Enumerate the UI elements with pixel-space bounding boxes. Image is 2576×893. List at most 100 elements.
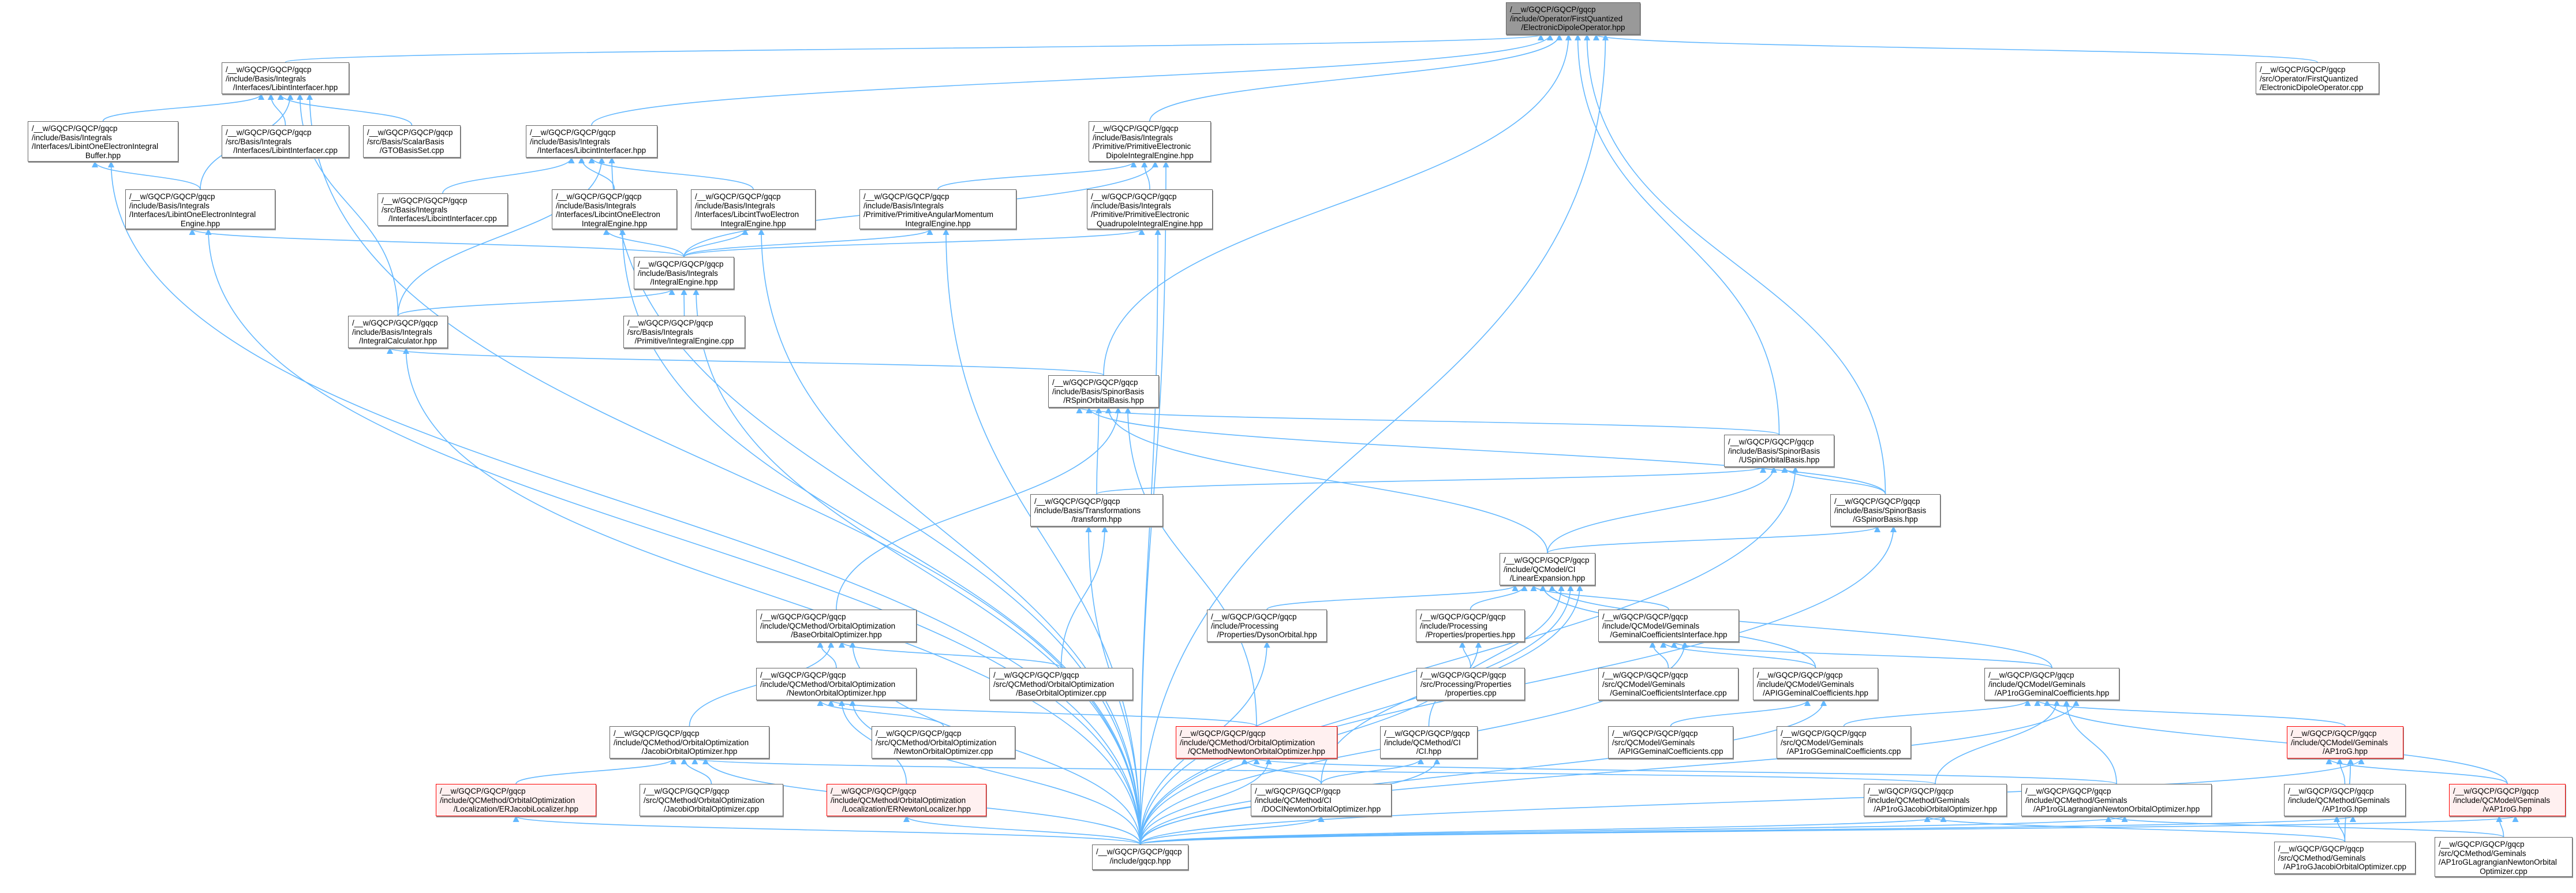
graph-node-ap1rog-j-o-o[interactable]: /__w/GQCP/GQCP/gqcp/include/QCMethod/Gem… bbox=[1864, 784, 2007, 816]
graph-node-gqcp[interactable]: /__w/GQCP/GQCP/gqcp/include/gqcp.hpp bbox=[1092, 845, 1188, 870]
node-label-line: /src/QCMethod/Geminals bbox=[2278, 853, 2366, 862]
node-label-line: /include/Processing bbox=[1420, 621, 1488, 630]
graph-node-qcm-newton[interactable]: /__w/GQCP/GQCP/gqcp/include/QCMethod/Orb… bbox=[1176, 726, 1337, 759]
edge-jacobiOOcpp-to-jacobiOO bbox=[681, 757, 712, 784]
graph-node-ap1rog-g-ccpp[interactable]: /__w/GQCP/GQCP/gqcp/src/QCModel/Geminals… bbox=[1777, 726, 1911, 759]
graph-node-prim-quad[interactable]: /__w/GQCP/GQCP/gqcp/include/Basis/Integr… bbox=[1087, 189, 1213, 229]
node-label-line: /include/QCMethod/OrbitalOptimization bbox=[760, 679, 896, 689]
edge-gqcp-to-ap1rogModel bbox=[1139, 757, 2365, 845]
edge-gqcp-to-erJacobi bbox=[513, 815, 1141, 845]
graph-node-ap1rog-method[interactable]: /__w/GQCP/GQCP/gqcp/include/QCMethod/Gem… bbox=[2284, 784, 2406, 816]
graph-node-er-jacobi[interactable]: /__w/GQCP/GQCP/gqcp/include/QCMethod/Orb… bbox=[436, 784, 596, 816]
node-label-line: /__w/GQCP/GQCP/gqcp bbox=[352, 319, 438, 327]
graph-node-gci-cpp[interactable]: /__w/GQCP/GQCP/gqcp/src/QCModel/Geminals… bbox=[1598, 668, 1738, 700]
node-label-line: /src/QCMethod/OrbitalOptimization bbox=[644, 795, 765, 805]
node-label-line: /__w/GQCP/GQCP/gqcp bbox=[2288, 787, 2374, 795]
graph-node-prim-e-d-i-e[interactable]: /__w/GQCP/GQCP/gqcp/include/Basis/Integr… bbox=[1089, 121, 1211, 162]
node-label-line: /JacobiOrbitalOptimizer.cpp bbox=[663, 805, 760, 813]
edge-ap1rogLNOO-to-ap1rogGC bbox=[2063, 699, 2117, 784]
graph-node-gci[interactable]: /__w/GQCP/GQCP/gqcp/include/QCModel/Gemi… bbox=[1598, 610, 1739, 642]
graph-node-doci[interactable]: /__w/GQCP/GQCP/gqcp/include/QCMethod/CI/… bbox=[1251, 784, 1392, 816]
graph-node-base-o-o[interactable]: /__w/GQCP/GQCP/gqcp/include/QCMethod/Orb… bbox=[756, 610, 917, 642]
graph-node-prim-a-m[interactable]: /__w/GQCP/GQCP/gqcp/include/Basis/Integr… bbox=[859, 189, 1016, 229]
node-label-line: /Properties/properties.hpp bbox=[1425, 630, 1516, 639]
graph-node-dyson[interactable]: /__w/GQCP/GQCP/gqcp/include/Processing/P… bbox=[1207, 610, 1327, 642]
graph-node-lin-exp[interactable]: /__w/GQCP/GQCP/gqcp/include/QCModel/CI/L… bbox=[1500, 553, 1595, 585]
edge-libintIf-to-edo bbox=[285, 33, 1544, 63]
graph-node-ap1rog-l-n-o-ocpp[interactable]: /__w/GQCP/GQCP/gqcp/src/QCMethod/Geminal… bbox=[2435, 837, 2573, 877]
node-label-line: /include/Basis/Integrals bbox=[638, 268, 718, 278]
graph-node-edo[interactable]: /__w/GQCP/GQCP/gqcp/include/Operator/Fir… bbox=[1506, 2, 1640, 35]
graph-node-prim-i-e-cpp[interactable]: /__w/GQCP/GQCP/gqcp/src/Basis/Integrals/… bbox=[623, 316, 745, 348]
edge-libintBuf-to-libintIf bbox=[102, 93, 264, 122]
graph-node-newton-o-ocpp[interactable]: /__w/GQCP/GQCP/gqcp/src/QCMethod/Orbital… bbox=[872, 726, 1015, 759]
graph-node-jacobi-o-ocpp[interactable]: /__w/GQCP/GQCP/gqcp/src/QCMethod/Orbital… bbox=[640, 784, 783, 816]
graph-node-ap1rog-j-o-ocpp[interactable]: /__w/GQCP/GQCP/gqcp/src/QCMethod/Geminal… bbox=[2274, 842, 2416, 874]
edge-gqcp-to-primAM bbox=[943, 228, 1141, 845]
edge-ap1rogModel-to-ap1rogGC bbox=[2034, 699, 2346, 727]
edge-gqcp-to-libcintOE bbox=[619, 228, 1141, 845]
graph-node-rsob[interactable]: /__w/GQCP/GQCP/gqcp/include/Basis/Spinor… bbox=[1048, 375, 1159, 408]
graph-node-int-calc[interactable]: /__w/GQCP/GQCP/gqcp/include/Basis/Integr… bbox=[348, 316, 448, 348]
graph-node-usob[interactable]: /__w/GQCP/GQCP/gqcp/include/Basis/Spinor… bbox=[1724, 435, 1834, 467]
graph-node-int-engine[interactable]: /__w/GQCP/GQCP/gqcp/include/Basis/Integr… bbox=[634, 257, 734, 289]
graph-node-props[interactable]: /__w/GQCP/GQCP/gqcp/include/Processing/P… bbox=[1416, 610, 1525, 642]
graph-node-apig-cpp[interactable]: /__w/GQCP/GQCP/gqcp/src/QCModel/Geminals… bbox=[1608, 726, 1733, 759]
graph-node-libint-if[interactable]: /__w/GQCP/GQCP/gqcp/include/Basis/Integr… bbox=[222, 62, 349, 94]
graph-node-gto[interactable]: /__w/GQCP/GQCP/gqcp/src/Basis/ScalarBasi… bbox=[363, 125, 461, 158]
graph-node-libint-o-e-i-e[interactable]: /__w/GQCP/GQCP/gqcp/include/Basis/Integr… bbox=[125, 189, 275, 229]
node-label-line: /__w/GQCP/GQCP/gqcp bbox=[1093, 124, 1179, 133]
graph-node-ap1rog-model[interactable]: /__w/GQCP/GQCP/gqcp/include/QCModel/Gemi… bbox=[2287, 726, 2403, 759]
node-label-line: /Primitive/PrimitiveElectronic bbox=[1093, 142, 1191, 151]
node-label-line: /Interfaces/LibcintInterfacer.hpp bbox=[537, 146, 646, 155]
graph-node-ap1rog-l-n-o-o[interactable]: /__w/GQCP/GQCP/gqcp/include/QCMethod/Gem… bbox=[2021, 784, 2212, 816]
graph-node-libcint-t-e[interactable]: /__w/GQCP/GQCP/gqcp/include/Basis/Integr… bbox=[691, 189, 816, 229]
edge-ap1rogJOO-to-jacobiOO bbox=[692, 757, 1936, 784]
node-label-line: /src/Processing/Properties bbox=[1420, 679, 1512, 689]
node-label-line: /__w/GQCP/GQCP/gqcp bbox=[644, 787, 730, 795]
edge-gqcp-to-doci bbox=[1139, 815, 1325, 845]
graph-node-libint-buf[interactable]: /__w/GQCP/GQCP/gqcp/include/Basis/Integr… bbox=[28, 121, 178, 162]
graph-node-libint-if-cpp[interactable]: /__w/GQCP/GQCP/gqcp/src/Basis/Integrals/… bbox=[222, 125, 349, 158]
node-label-line: /__w/GQCP/GQCP/gqcp bbox=[760, 671, 846, 679]
edge-gqcp-to-primQuad bbox=[1139, 228, 1161, 845]
node-label-line: /include/QCModel/Geminals bbox=[2453, 795, 2551, 805]
node-label-line: /__w/GQCP/GQCP/gqcp bbox=[367, 128, 453, 137]
edge-primEDIE-to-edo bbox=[1149, 33, 1563, 122]
graph-node-props-cpp[interactable]: /__w/GQCP/GQCP/gqcp/src/Processing/Prope… bbox=[1416, 668, 1525, 700]
node-label-line: /GeminalCoefficientsInterface.hpp bbox=[1610, 630, 1728, 639]
graph-node-libcint-if[interactable]: /__w/GQCP/GQCP/gqcp/include/Basis/Integr… bbox=[526, 125, 657, 158]
edge-libintIfCpp-to-libintIf bbox=[267, 93, 286, 126]
graph-node-libcint-if-cpp[interactable]: /__w/GQCP/GQCP/gqcp/src/Basis/Integrals/… bbox=[377, 193, 508, 226]
node-label-line: /include/QCMethod/CI bbox=[1384, 738, 1461, 747]
graph-node-vap1rog[interactable]: /__w/GQCP/GQCP/gqcp/include/QCModel/Gemi… bbox=[2449, 784, 2566, 816]
graph-node-libcint-o-e[interactable]: /__w/GQCP/GQCP/gqcp/include/Basis/Integr… bbox=[552, 189, 677, 229]
graph-node-gsb[interactable]: /__w/GQCP/GQCP/gqcp/include/Basis/Spinor… bbox=[1830, 494, 1941, 526]
node-label-line: /__w/GQCP/GQCP/gqcp bbox=[1096, 847, 1182, 856]
node-label-line: /src/Basis/Integrals bbox=[226, 137, 292, 146]
node-label-line: /NewtonOrbitalOptimizer.hpp bbox=[786, 689, 887, 697]
graph-node-ci[interactable]: /__w/GQCP/GQCP/gqcp/include/QCMethod/CI/… bbox=[1380, 726, 1478, 759]
graph-node-jacobi-o-o[interactable]: /__w/GQCP/GQCP/gqcp/include/QCMethod/Orb… bbox=[610, 726, 769, 759]
node-label-line: /include/QCMethod/OrbitalOptimization bbox=[831, 795, 966, 805]
node-label-line: /AP1roGJacobiOrbitalOptimizer.cpp bbox=[2283, 862, 2407, 871]
node-label-line: /include/Basis/Transformations bbox=[1034, 506, 1141, 515]
graph-node-transform[interactable]: /__w/GQCP/GQCP/gqcp/include/Basis/Transf… bbox=[1030, 494, 1163, 526]
graph-node-base-o-ocpp[interactable]: /__w/GQCP/GQCP/gqcp/src/QCMethod/Orbital… bbox=[989, 668, 1133, 700]
edge-ap1rogGC-to-linExp bbox=[1549, 584, 2052, 668]
node-label-line: /Interfaces/LibintInterfacer.hpp bbox=[233, 83, 338, 92]
edge-ap1rogJOOcpp-to-ap1rogMethod bbox=[2333, 815, 2346, 842]
graph-node-apig[interactable]: /__w/GQCP/GQCP/gqcp/include/QCModel/Gemi… bbox=[1753, 668, 1878, 700]
graph-node-er-newton[interactable]: /__w/GQCP/GQCP/gqcp/include/QCMethod/Orb… bbox=[827, 784, 986, 816]
graph-node-edo-cpp[interactable]: /__w/GQCP/GQCP/gqcp/src/Operator/FirstQu… bbox=[2256, 62, 2379, 94]
graph-node-newton-o-o[interactable]: /__w/GQCP/GQCP/gqcp/include/QCMethod/Orb… bbox=[756, 668, 917, 700]
graph-node-ap1rog-g-c[interactable]: /__w/GQCP/GQCP/gqcp/include/QCModel/Gemi… bbox=[1984, 668, 2119, 700]
edge-gqcp-to-ap1rogJOO bbox=[1139, 815, 1947, 845]
node-label-line: /__w/GQCP/GQCP/gqcp bbox=[760, 612, 846, 621]
node-label-line: IntegralEngine.hpp bbox=[905, 219, 971, 228]
node-label-line: /__w/GQCP/GQCP/gqcp bbox=[695, 192, 781, 201]
node-label-line: /include/Basis/Integrals bbox=[530, 137, 610, 146]
node-label-line: /include/gqcp.hpp bbox=[1109, 856, 1171, 865]
node-label-line: /BaseOrbitalOptimizer.cpp bbox=[1016, 689, 1106, 697]
